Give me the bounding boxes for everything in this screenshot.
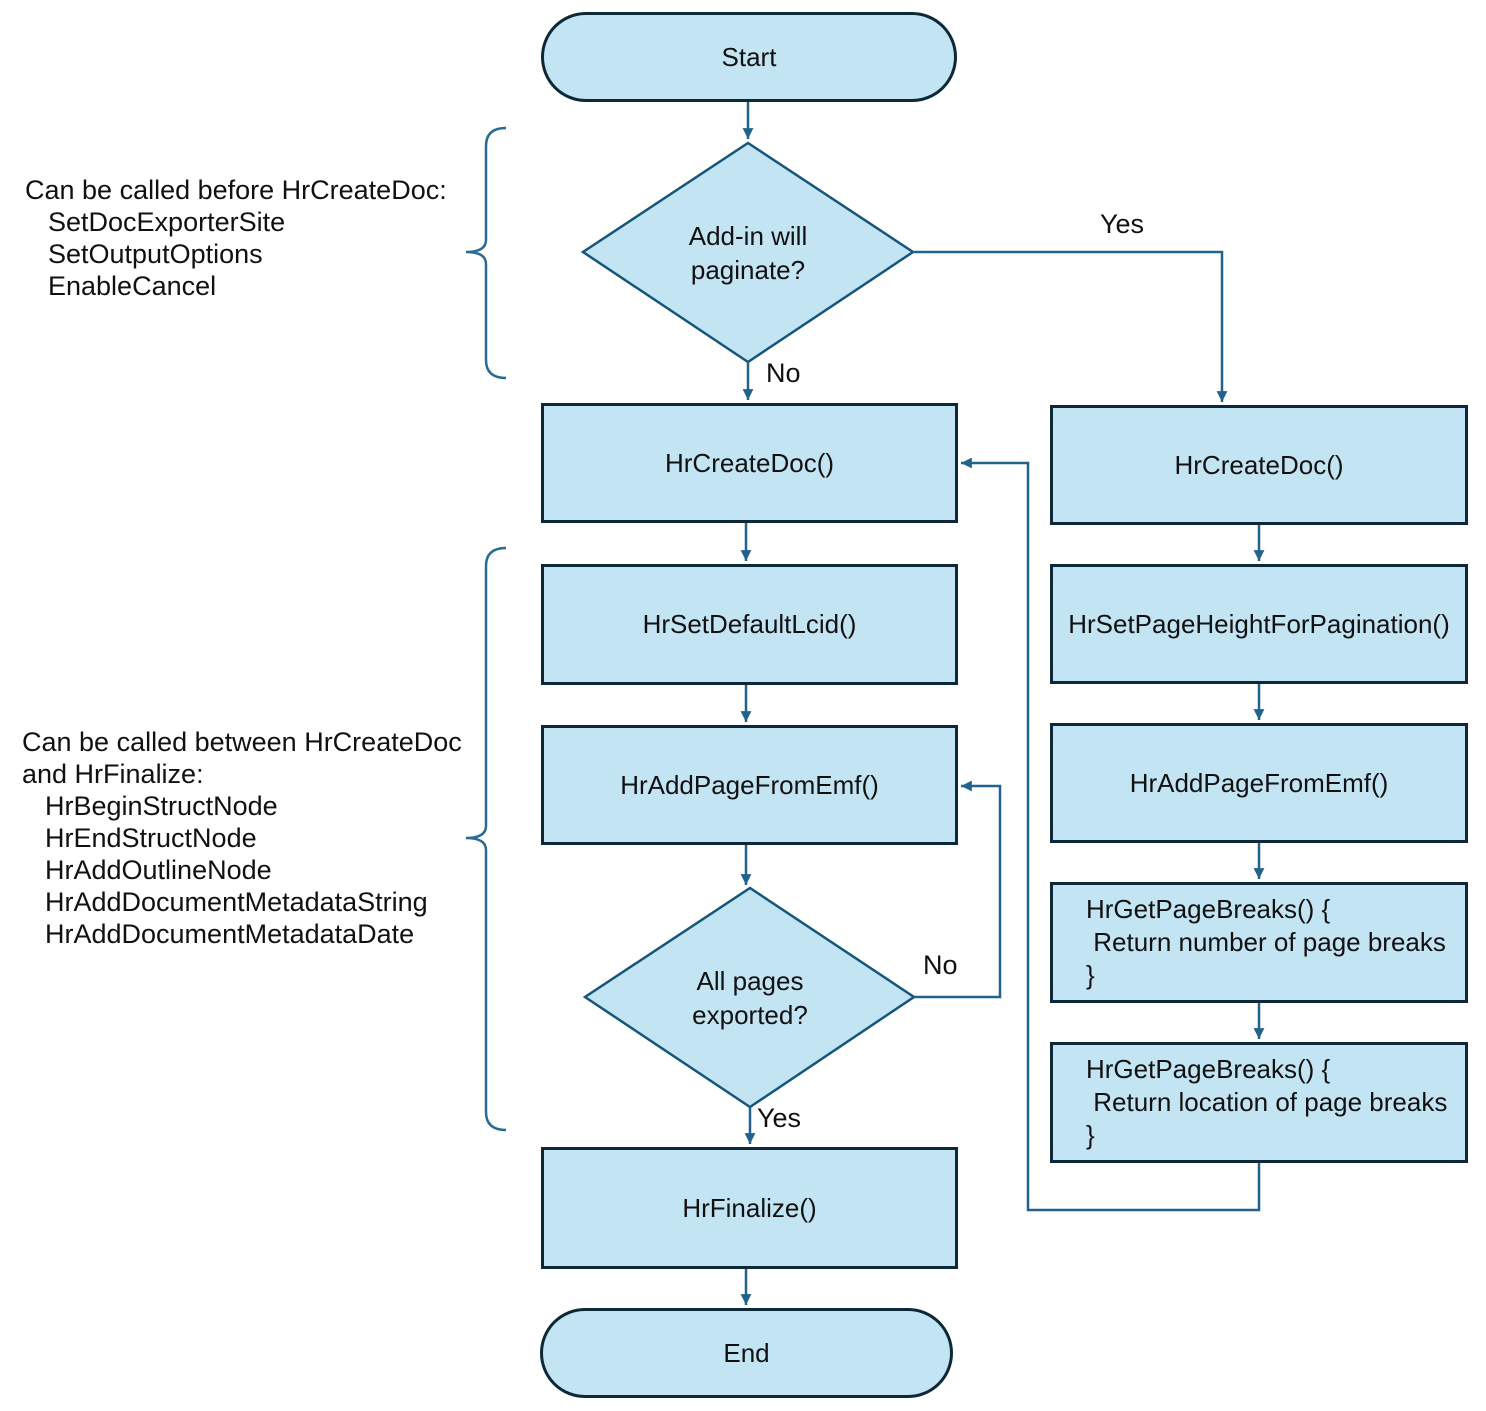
annotation-item: HrAddDocumentMetadataString (45, 887, 428, 917)
process-hraddpagefromemf-right: HrAddPageFromEmf() (1050, 723, 1468, 843)
annotation-item: EnableCancel (48, 271, 217, 301)
process-hraddpagefromemf-left: HrAddPageFromEmf() (541, 725, 958, 845)
edge-label-all-pages-no: No (923, 950, 958, 980)
annotation-item: HrAddDocumentMetadataDate (45, 919, 415, 949)
annotation-item: SetOutputOptions (48, 239, 263, 269)
process-hrcreatedoc-left: HrCreateDoc() (541, 403, 958, 523)
brace-before-createdoc (465, 126, 507, 380)
decision-paginate-label: Add-in will paginate? (688, 220, 808, 285)
annotation-item: HrBeginStructNode (45, 791, 278, 821)
process-hrsetdefaultlcid: HrSetDefaultLcid() (541, 564, 958, 685)
edge-label-paginate-no: No (766, 358, 801, 388)
annotation-item: HrEndStructNode (45, 823, 257, 853)
end-terminator: End (540, 1308, 953, 1398)
edge-allpages-no-loop (914, 780, 1002, 999)
brace-between-create-finalize (465, 546, 507, 1132)
process-hrgetpagebreaks-location: HrGetPageBreaks() { Return location of p… (1050, 1042, 1468, 1163)
edge-getbreaks-loopback-to-createdoc (961, 457, 1261, 1212)
decision-all-pages-label: All pages exported? (692, 965, 808, 1030)
process-hrgetpagebreaks-number: HrGetPageBreaks() { Return number of pag… (1050, 882, 1468, 1003)
annotation-between-create-finalize: Can be called between HrCreateDoc and Hr… (22, 726, 482, 950)
annotation-before-createdoc: Can be called before HrCreateDoc: SetDoc… (25, 174, 485, 302)
annotation-item: HrAddOutlineNode (45, 855, 272, 885)
start-terminator: Start (541, 12, 957, 102)
edge-label-all-pages-yes: Yes (757, 1103, 802, 1133)
annotation-between-heading: Can be called between HrCreateDoc and Hr… (22, 727, 462, 789)
edge-label-paginate-yes: Yes (1100, 209, 1145, 239)
edge-paginate-yes-to-createdoc-right (913, 250, 1228, 402)
process-hrcreatedoc-right: HrCreateDoc() (1050, 405, 1468, 525)
process-hrsetpageheightforpagination: HrSetPageHeightForPagination() (1050, 564, 1468, 684)
annotation-item: SetDocExporterSite (48, 207, 286, 237)
annotation-before-heading: Can be called before HrCreateDoc: (25, 175, 447, 205)
process-hrfinalize: HrFinalize() (541, 1147, 958, 1269)
